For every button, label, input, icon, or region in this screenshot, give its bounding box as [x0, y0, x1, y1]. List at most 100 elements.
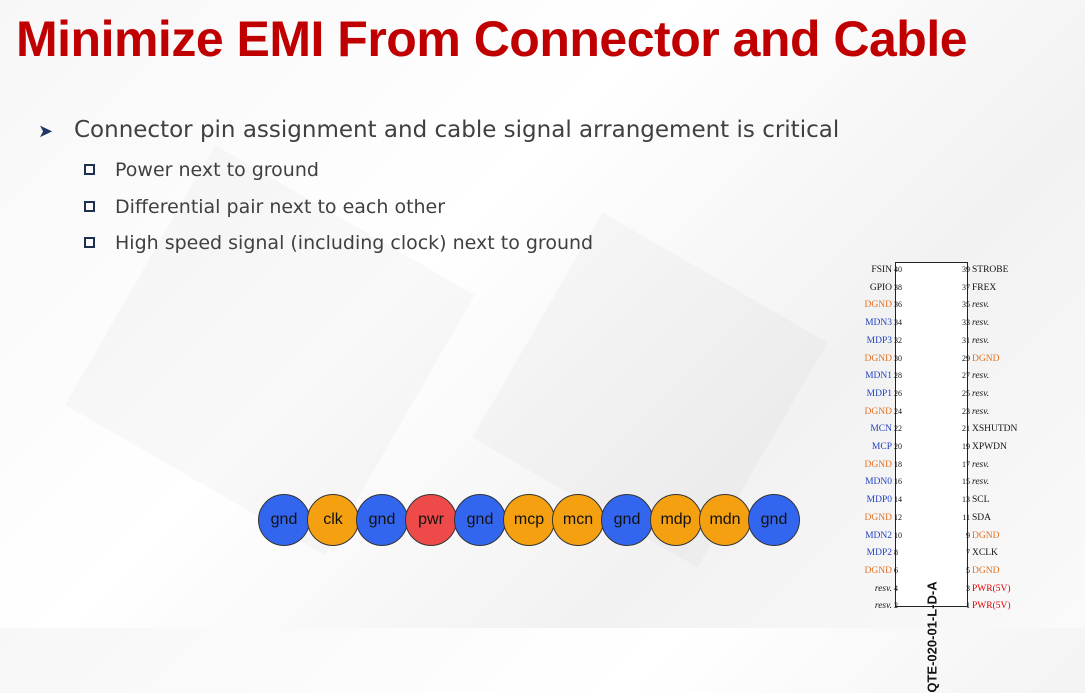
pin-signal-name: MDP2 — [866, 548, 892, 559]
pin-number: 23 — [962, 406, 970, 416]
pin-signal-name: MDN0 — [865, 477, 892, 488]
pin-number: 31 — [962, 335, 970, 345]
pin-number: 9 — [966, 530, 970, 540]
pin-signal-name: MDN1 — [865, 371, 892, 382]
connector-part-number: QTE-020-01-L-D-A — [924, 581, 940, 693]
sub-bullet: Differential pair next to each other — [84, 196, 445, 218]
arrow-bullet-icon: ➤ — [38, 121, 54, 142]
sub-bullet-text: Power next to ground — [115, 159, 319, 181]
square-bullet-icon — [84, 237, 95, 248]
sub-bullet: High speed signal (including clock) next… — [84, 232, 593, 254]
pin-signal-name: SCL — [972, 495, 990, 506]
pin-signal-name: DGND — [864, 565, 892, 576]
pin-signal-name: XCLK — [972, 548, 998, 559]
pin-number: 17 — [962, 459, 970, 469]
pin-number: 6 — [894, 565, 898, 575]
pin-signal-name: STROBE — [972, 265, 1009, 275]
pin-circle-gnd: gnd — [258, 494, 310, 546]
sub-bullet-text: Differential pair next to each other — [115, 196, 446, 218]
pin-number: 12 — [894, 512, 902, 522]
pin-circle-mdn: mdn — [699, 494, 751, 546]
pin-number: 40 — [894, 265, 902, 274]
connector-left-pin: resv.4 — [840, 582, 906, 596]
pin-signal-name: DGND — [972, 353, 1000, 364]
pin-signal-name: resv. — [972, 335, 990, 346]
square-bullet-icon — [84, 201, 95, 212]
pin-number: 32 — [894, 335, 902, 345]
pin-signal-name: PWR(5V) — [972, 601, 1011, 612]
pin-number: 14 — [894, 495, 902, 505]
pin-signal-name: DGND — [972, 565, 1000, 576]
pin-circle-mcp: mcp — [503, 494, 555, 546]
pin-number: 30 — [894, 353, 902, 363]
pin-circle-mcn: mcn — [552, 494, 604, 546]
pin-number: 28 — [894, 371, 902, 381]
pin-number: 39 — [962, 265, 970, 274]
pin-signal-name: DGND — [864, 353, 892, 364]
pin-circle-gnd: gnd — [356, 494, 408, 546]
pin-signal-name: DGND — [864, 512, 892, 523]
pin-number: 35 — [962, 300, 970, 310]
connector-left-pin: resv.2 — [840, 599, 906, 613]
pin-number: 33 — [962, 318, 970, 328]
pin-signal-name: MDN2 — [865, 530, 892, 541]
pin-signal-name: XSHUTDN — [972, 424, 1018, 435]
pin-signal-name: MDN3 — [865, 318, 892, 329]
pin-number: 16 — [894, 477, 902, 487]
main-bullet-text: Connector pin assignment and cable signa… — [74, 117, 840, 143]
pin-signal-name: PWR(5V) — [972, 583, 1011, 594]
pin-number: 34 — [894, 318, 902, 328]
pin-signal-name: resv. — [972, 371, 990, 382]
pin-circle-gnd: gnd — [454, 494, 506, 546]
pin-number: 22 — [894, 424, 902, 434]
pin-signal-name: DGND — [864, 300, 892, 311]
pin-signal-name: GPIO — [869, 282, 892, 293]
pin-signal-name: FREX — [972, 282, 997, 293]
pin-signal-name: SDA — [972, 512, 992, 523]
pin-number: 15 — [962, 477, 970, 487]
sub-bullet-text: High speed signal (including clock) next… — [115, 232, 594, 254]
pin-signal-name: DGND — [972, 530, 1000, 541]
connector-body — [895, 262, 968, 607]
pin-number: 21 — [962, 424, 970, 434]
pin-signal-name: DGND — [864, 406, 892, 417]
pin-number: 25 — [962, 388, 970, 398]
pin-number: 37 — [962, 282, 970, 292]
pin-signal-name: resv. — [972, 459, 990, 470]
pin-number: 29 — [962, 353, 970, 363]
pin-number: 24 — [894, 406, 902, 416]
pin-circle-clk: clk — [307, 494, 359, 546]
pin-signal-name: MCP — [871, 442, 892, 452]
pin-signal-name: resv. — [874, 601, 892, 612]
pin-signal-name: resv. — [972, 388, 990, 399]
pin-signal-name: resv. — [972, 300, 990, 311]
pin-number: 7 — [966, 548, 970, 558]
